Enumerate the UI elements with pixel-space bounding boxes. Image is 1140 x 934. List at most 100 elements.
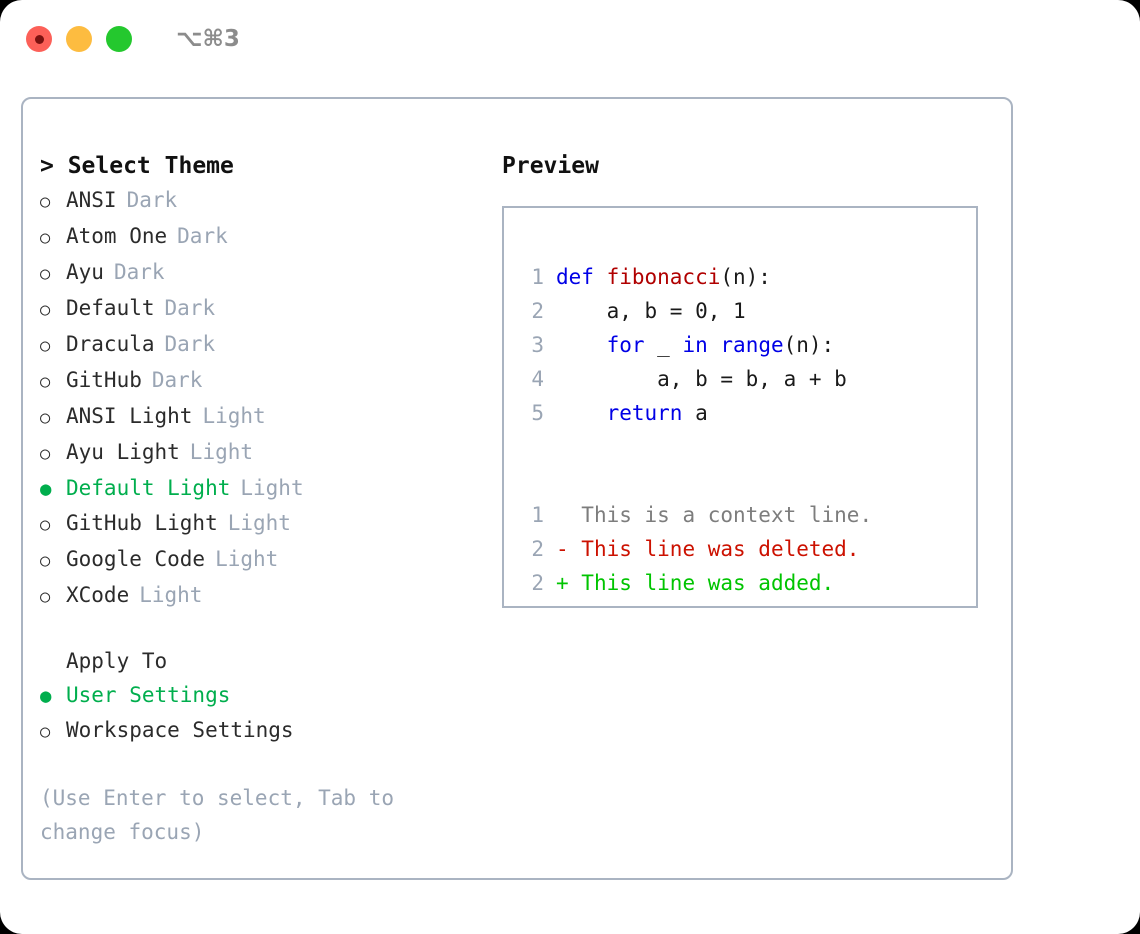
code-token-fn: fibonacci xyxy=(606,265,721,289)
code-token-plain xyxy=(708,333,721,357)
theme-option-label: Dracula xyxy=(66,332,155,356)
code-line-number: 5 xyxy=(531,401,544,425)
diff-sample: 1 This is a context line.2- This line wa… xyxy=(518,498,976,600)
theme-option-label: Ayu xyxy=(66,260,104,284)
close-button-icon[interactable] xyxy=(26,26,52,52)
theme-option-badge: Light xyxy=(240,476,304,500)
radio-unselected-icon: ○ xyxy=(40,551,51,571)
apply-to-option-label: Workspace Settings xyxy=(66,718,294,742)
keyboard-hint-text: (Use Enter to select, Tab to change focu… xyxy=(40,786,407,844)
radio-unselected-icon: ○ xyxy=(40,192,51,212)
diff-sign: + xyxy=(556,571,569,595)
theme-option-label: Default xyxy=(66,296,155,320)
theme-option-dracula[interactable]: ○ Dracula Dark xyxy=(40,327,480,363)
theme-option-ayu[interactable]: ○ Ayu Dark xyxy=(40,255,480,291)
code-token-kw: for xyxy=(606,333,645,357)
code-line-text: def fibonacci(n): xyxy=(556,260,771,294)
code-line-text: a, b = b, a + b xyxy=(556,362,847,396)
code-token-kw: range xyxy=(720,333,784,357)
theme-option-badge: Dark xyxy=(113,260,165,284)
radio-unselected-icon: ○ xyxy=(40,515,51,535)
diff-line-text: This line was deleted. xyxy=(568,537,860,561)
minimize-button-icon[interactable] xyxy=(66,26,92,52)
code-token-kw: in xyxy=(682,333,708,357)
theme-option-label: Default Light xyxy=(66,476,231,500)
diff-sign xyxy=(556,498,569,532)
code-line-number: 4 xyxy=(531,367,544,391)
select-theme-heading: > Select Theme xyxy=(40,153,234,179)
diff-line-text: This line was added. xyxy=(568,571,835,595)
diff-sign: - xyxy=(556,537,569,561)
theme-option-label: XCode xyxy=(66,583,130,607)
code-token-plain: a, b = b, a + b xyxy=(556,367,847,391)
theme-option-badge: Light xyxy=(139,583,203,607)
theme-option-badge: Light xyxy=(189,440,254,464)
code-token-plain: (n): xyxy=(783,333,835,357)
radio-unselected-icon: ○ xyxy=(40,264,51,284)
radio-selected-icon: ● xyxy=(40,685,52,707)
theme-option-badge: Light xyxy=(215,547,279,571)
code-token-plain: (n): xyxy=(720,265,771,289)
theme-option-label: ANSI xyxy=(66,188,117,212)
diff-line-number: 2 xyxy=(531,571,544,595)
code-token-plain: a, b = 0, 1 xyxy=(556,299,746,323)
theme-option-badge: Dark xyxy=(126,188,178,212)
radio-unselected-icon: ○ xyxy=(40,408,51,428)
radio-unselected-icon: ○ xyxy=(40,300,51,320)
theme-option-label: Ayu Light xyxy=(66,440,180,464)
diff-line-del: 2- This line was deleted. xyxy=(518,532,976,566)
apply-to-heading: Apply To xyxy=(66,649,168,673)
code-line: 5 return a xyxy=(518,396,976,430)
code-line: 3 for _ in range(n): xyxy=(518,328,976,362)
code-token-plain xyxy=(556,333,607,357)
theme-option-label: Atom One xyxy=(66,224,168,248)
theme-option-badge: Dark xyxy=(151,368,203,392)
diff-line-ctx: 1 This is a context line. xyxy=(518,498,976,532)
code-line: 2 a, b = 0, 1 xyxy=(518,294,976,328)
window-title: ⌥⌘3 xyxy=(176,26,240,52)
theme-option-ansi[interactable]: ○ ANSI Dark xyxy=(40,183,480,219)
theme-option-badge: Dark xyxy=(164,296,216,320)
traffic-light-group xyxy=(26,26,132,52)
code-diff-spacer-2 xyxy=(518,464,976,498)
theme-option-github-light[interactable]: ○ GitHub Light Light xyxy=(40,506,480,542)
theme-option-label: GitHub xyxy=(66,368,142,392)
apply-to-option-label: User Settings xyxy=(66,683,231,707)
theme-option-label: Google Code xyxy=(66,547,206,571)
theme-option-badge: Light xyxy=(202,404,266,428)
code-line-number: 3 xyxy=(531,333,544,357)
radio-unselected-icon: ○ xyxy=(40,372,51,392)
code-token-kw: def xyxy=(556,265,607,289)
radio-unselected-icon: ○ xyxy=(40,336,51,356)
window-titlebar: ⌥⌘3 xyxy=(0,0,1140,78)
code-token-plain xyxy=(556,401,607,425)
code-line-text: a, b = 0, 1 xyxy=(556,294,746,328)
code-token-plain: _ xyxy=(644,333,683,357)
theme-option-label: GitHub Light xyxy=(66,511,218,535)
code-diff-spacer xyxy=(518,430,976,464)
radio-unselected-icon: ○ xyxy=(40,444,51,464)
theme-option-github[interactable]: ○ GitHub Dark xyxy=(40,363,480,399)
apply-to-option-list: ● User Settings ○Workspace Settings xyxy=(40,678,480,749)
maximize-button-icon[interactable] xyxy=(106,26,132,52)
theme-option-badge: Light xyxy=(227,511,291,535)
theme-option-ayu-light[interactable]: ○ Ayu Light Light xyxy=(40,435,480,471)
theme-option-google-code[interactable]: ○ Google Code Light xyxy=(40,542,480,578)
theme-option-badge: Dark xyxy=(164,332,216,356)
code-line: 4 a, b = b, a + b xyxy=(518,362,976,396)
apply-to-option-user-settings[interactable]: ● User Settings xyxy=(40,678,480,713)
theme-option-default[interactable]: ○ Default Dark xyxy=(40,291,480,327)
apply-to-option-workspace-settings[interactable]: ○Workspace Settings xyxy=(40,713,480,749)
